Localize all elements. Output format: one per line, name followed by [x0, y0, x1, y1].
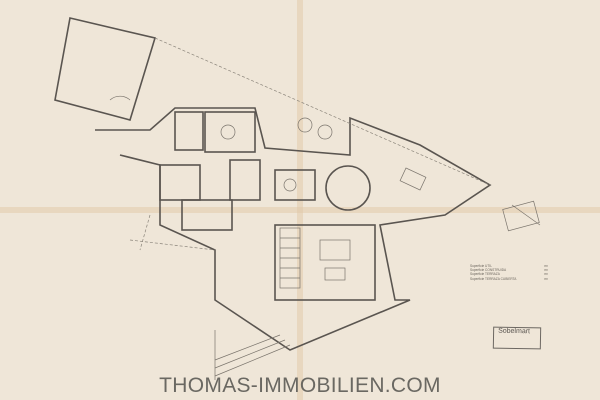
garage-room [54, 17, 157, 121]
round-bathroom [325, 165, 371, 211]
staircase [279, 227, 301, 289]
area-label: Superficie UTIL [470, 264, 492, 268]
bed [399, 167, 427, 191]
area-row: Superficie UTIL m² [470, 264, 548, 268]
table [297, 117, 313, 133]
plot-boundary [154, 37, 491, 186]
area-row: Superficie CONSTRUIDA m² [470, 268, 548, 272]
area-row: Superficie TERRAZA m² [470, 272, 548, 276]
area-row: Superficie TERRAZA CUBIERTA m² [470, 277, 548, 281]
area-value: m² [544, 276, 548, 281]
table [220, 124, 236, 140]
room-office [274, 169, 316, 201]
stamp-mark [511, 204, 541, 226]
room-kitchen [174, 111, 204, 151]
area-label: Superficie CONSTRUIDA [470, 268, 507, 273]
room-hall [229, 159, 261, 201]
terrace-boundary [139, 214, 151, 251]
sofa [319, 239, 351, 261]
table [317, 124, 333, 140]
terrace-boundary [129, 239, 216, 251]
area-value: m² [544, 264, 548, 268]
coffee-table [324, 267, 346, 281]
watermark: THOMAS-IMMOBILIEN.COM [159, 374, 441, 397]
area-table: Superficie UTIL m² Superficie CONSTRUIDA m… [470, 264, 548, 281]
stamp-title: Sobelmart [498, 327, 531, 336]
area-value: m² [544, 268, 548, 273]
table [283, 178, 297, 192]
red-stamp [502, 200, 540, 232]
house-outline [95, 107, 492, 351]
room-dining [204, 111, 256, 153]
room-wc [181, 199, 233, 231]
exterior-steps [214, 330, 291, 380]
stamp: Sobelmart [492, 326, 542, 350]
room-bath [159, 164, 201, 201]
area-value: m² [544, 272, 548, 277]
living-room [274, 224, 376, 301]
door-swing [109, 95, 131, 101]
area-label: Superficie TERRAZA CUBIERTA [470, 276, 517, 281]
area-label: Superficie TERRAZA [470, 272, 500, 277]
